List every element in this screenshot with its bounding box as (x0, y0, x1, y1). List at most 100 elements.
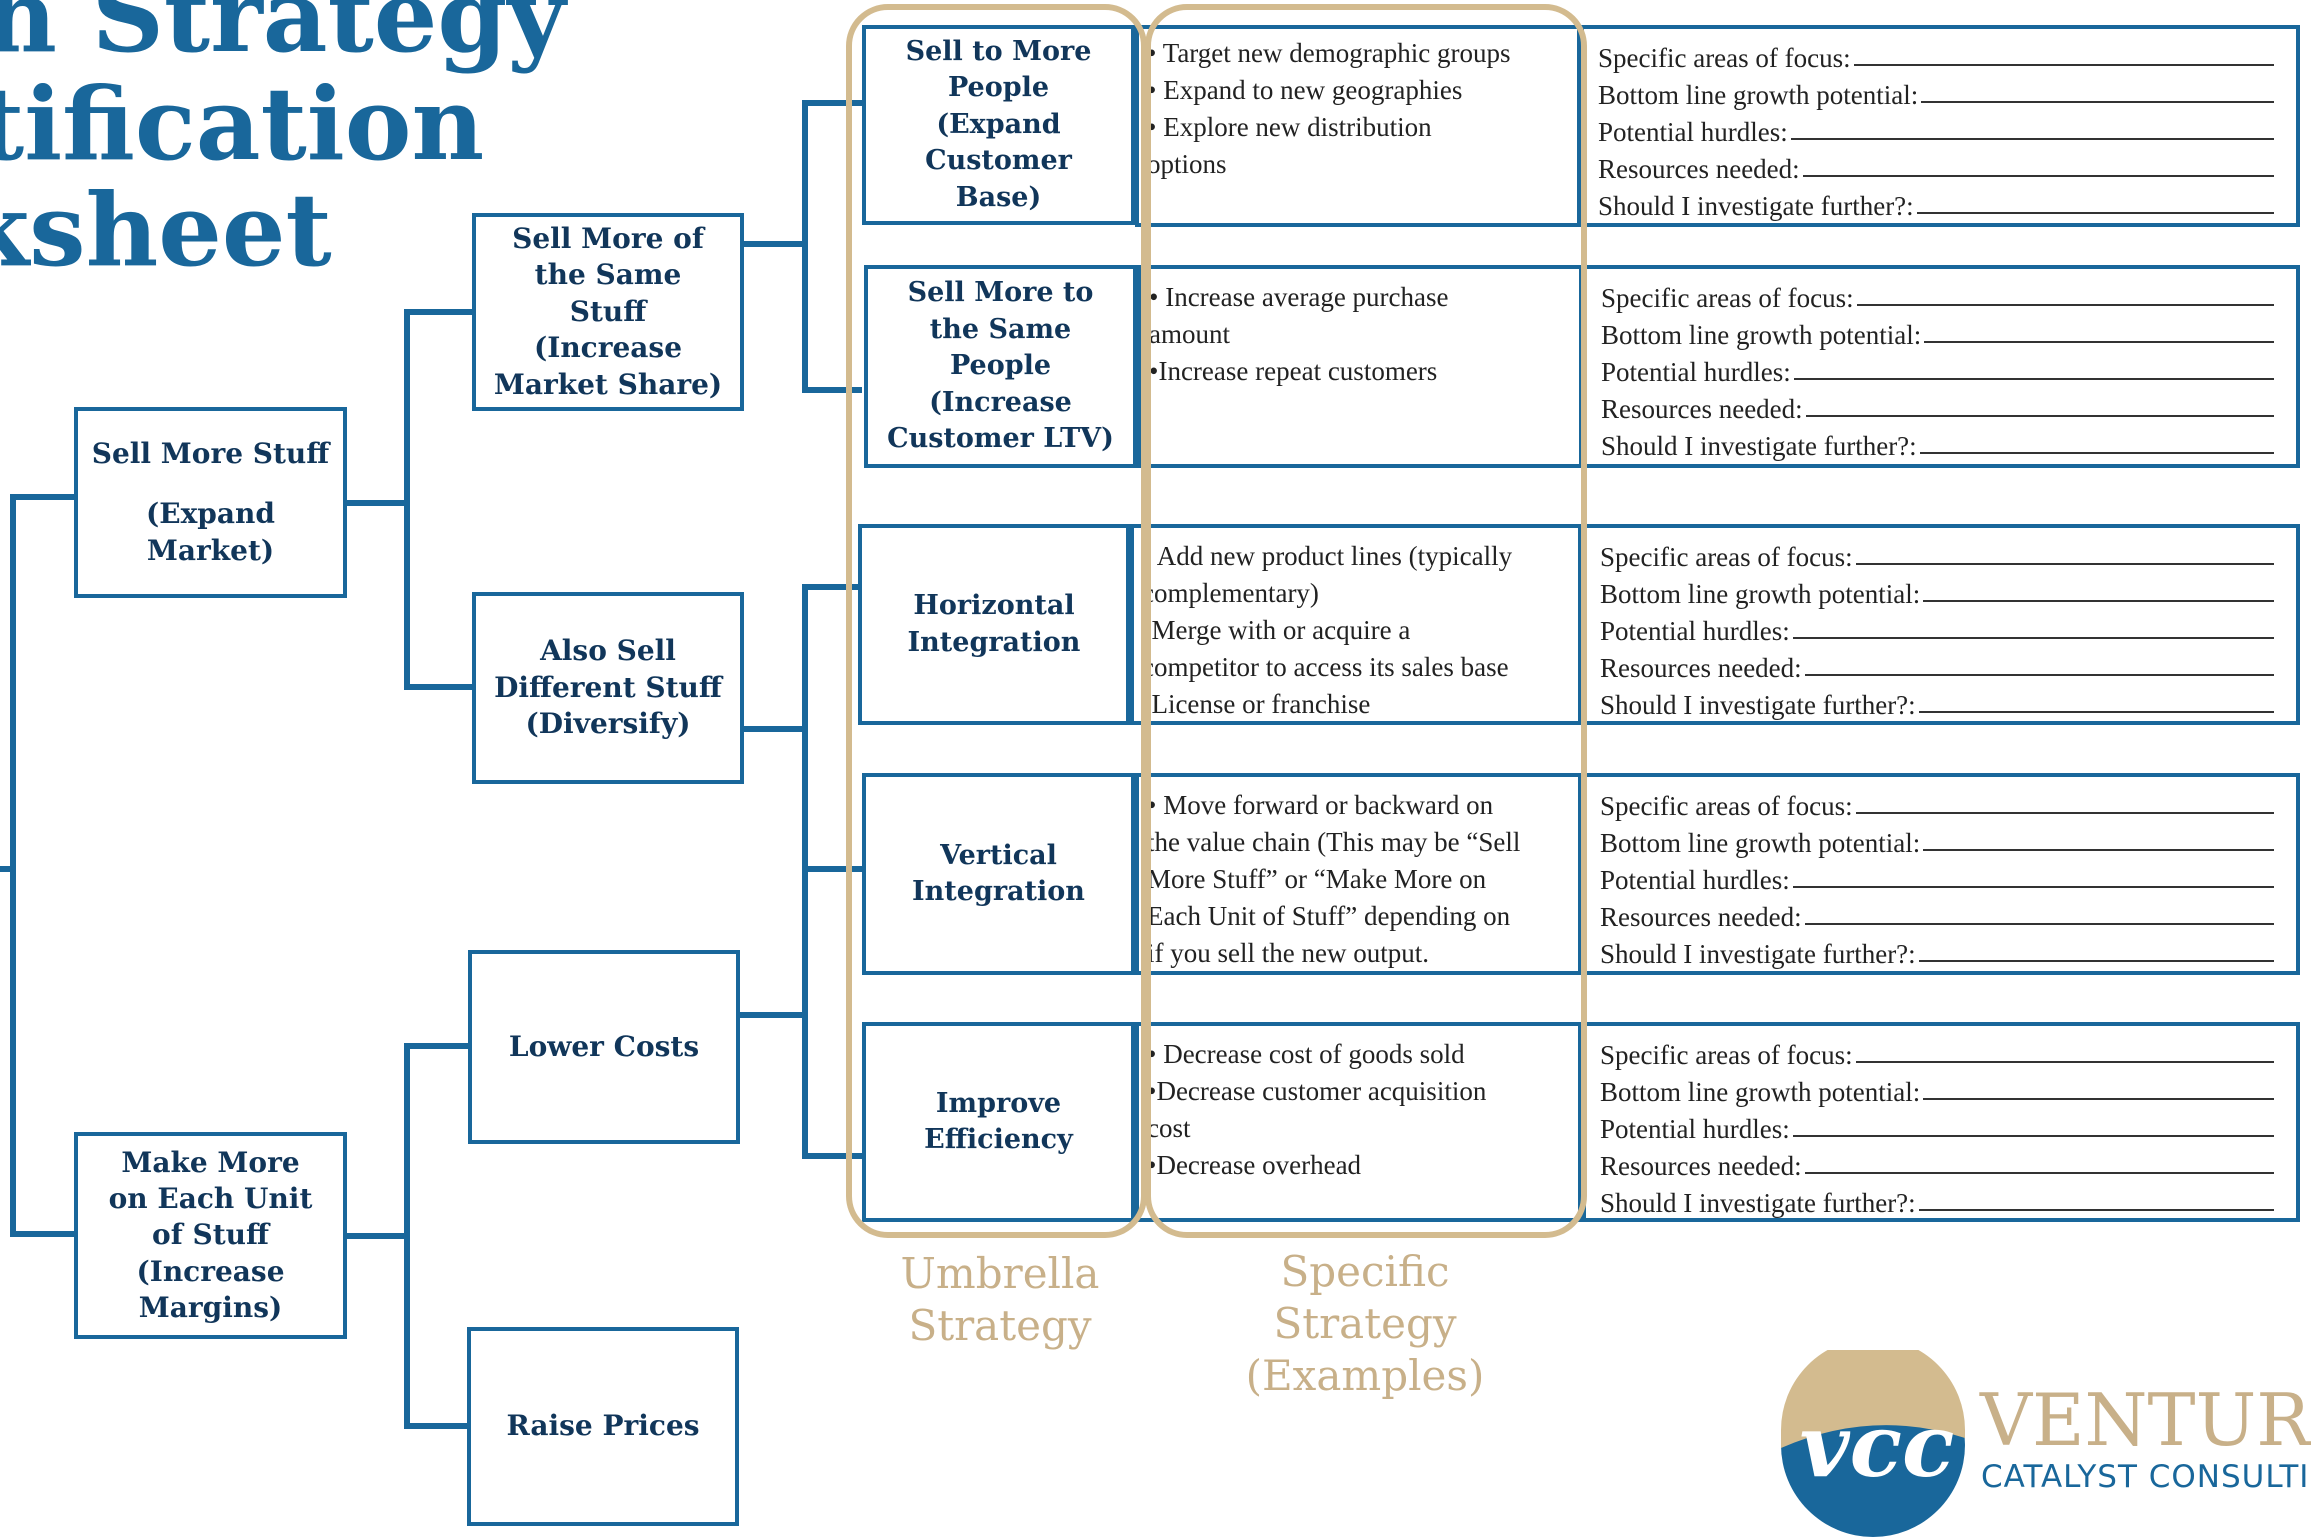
field-label-growth: Bottom line growth potential: (1598, 80, 1919, 110)
specific-line: the value chain (This may be “Sell (1147, 827, 1521, 857)
field-blank-resources[interactable] (1804, 923, 2274, 925)
logo-name: VENTURE (1980, 1378, 2311, 1462)
company-logo: vcc VENTURE CATALYST CONSULTING (1778, 1350, 2311, 1537)
field-label-growth: Bottom line growth potential: (1600, 579, 1921, 609)
raise-prices-box: Raise Prices (467, 1327, 739, 1526)
worksheet-fields-box: Specific areas of focus: Bottom line gro… (1582, 524, 2300, 725)
field-label-hurdles: Potential hurdles: (1600, 616, 1790, 646)
worksheet-fields-box: Specific areas of focus: Bottom line gro… (1583, 265, 2300, 468)
field-blank-hurdles[interactable] (1792, 1135, 2274, 1137)
field-blank-focus[interactable] (1855, 1061, 2274, 1063)
field-blank-focus[interactable] (1853, 64, 2274, 66)
field-blank-growth[interactable] (1924, 341, 2274, 343)
field-blank-resources[interactable] (1805, 415, 2274, 417)
field-label-investigate: Should I investigate further?: (1601, 431, 1917, 461)
specific-line: •Merge with or acquire a (1142, 615, 1411, 645)
same-stuff-label: Sell More of the Same Stuff (Increase Ma… (493, 222, 723, 401)
specific-line: • Explore new distribution (1147, 112, 1432, 142)
umbrella-label: Sell to More People (Expand Customer Bas… (905, 35, 1092, 213)
sell-more-stuff-title: Sell More Stuff (91, 436, 330, 470)
specific-strategy-caption: Specific Strategy (Examples) (1245, 1247, 1485, 1401)
different-stuff-box: Also Sell Different Stuff (Diversify) (472, 592, 744, 784)
specific-box: • Increase average purchase amount •Incr… (1137, 265, 1583, 468)
field-blank-investigate[interactable] (1918, 960, 2274, 962)
specific-strategy-outline (1145, 4, 1587, 1238)
specific-line: •Increase repeat customers (1149, 356, 1438, 386)
field-label-investigate: Should I investigate further?: (1600, 690, 1916, 720)
specific-line: More Stuff” or “Make More on (1147, 864, 1487, 894)
field-blank-resources[interactable] (1804, 674, 2274, 676)
title-line-2: tification (0, 65, 485, 183)
umbrella-label: Improve Efficiency (924, 1087, 1073, 1155)
umbrella-label: Horizontal Integration (907, 590, 1081, 658)
lower-costs-box: Lower Costs (468, 950, 740, 1144)
title-line-3: ksheet (0, 171, 332, 289)
title-line-1: th Strategy (0, 0, 566, 75)
field-label-hurdles: Potential hurdles: (1600, 865, 1790, 895)
specific-line: competitor to access its sales base (1142, 652, 1509, 682)
field-blank-growth[interactable] (1923, 600, 2274, 602)
umbrella-box: Vertical Integration (862, 773, 1135, 975)
lower-costs-label: Lower Costs (508, 1029, 700, 1063)
field-blank-hurdles[interactable] (1793, 378, 2274, 380)
make-more-label: Make More on Each Unit of Stuff (Increas… (108, 1145, 313, 1325)
field-blank-growth[interactable] (1921, 101, 2274, 103)
specific-line: Each Unit of Stuff” depending on (1147, 901, 1511, 931)
specific-line: amount (1149, 319, 1230, 349)
sell-more-stuff-subtitle: (Expand Market) (146, 497, 275, 567)
umbrella-box: Sell More to the Same People (Increase C… (864, 265, 1137, 468)
different-stuff-label: Also Sell Different Stuff (Diversify) (494, 634, 722, 741)
specific-box: • Add new product lines (typically compl… (1130, 524, 1582, 725)
field-label-growth: Bottom line growth potential: (1600, 1077, 1921, 1107)
field-blank-growth[interactable] (1923, 849, 2274, 851)
field-label-focus: Specific areas of focus: (1600, 542, 1853, 572)
field-label-resources: Resources needed: (1600, 653, 1802, 683)
umbrella-strategy-caption: Umbrella Strategy (900, 1249, 1100, 1351)
field-blank-hurdles[interactable] (1790, 138, 2274, 140)
specific-line: complementary) (1142, 578, 1319, 608)
logo-subtitle: CATALYST CONSULTING (1981, 1459, 2311, 1495)
umbrella-box: Improve Efficiency (862, 1022, 1135, 1222)
field-label-resources: Resources needed: (1601, 394, 1803, 424)
specific-line: if you sell the new output. (1147, 938, 1429, 968)
field-blank-focus[interactable] (1856, 304, 2274, 306)
make-more-box: Make More on Each Unit of Stuff (Increas… (74, 1132, 347, 1339)
field-blank-growth[interactable] (1923, 1098, 2274, 1100)
specific-line: • Add new product lines (typically (1142, 541, 1513, 571)
field-label-growth: Bottom line growth potential: (1601, 320, 1922, 350)
field-label-focus: Specific areas of focus: (1598, 43, 1851, 73)
logo-initials: vcc (1799, 1396, 1955, 1497)
field-label-hurdles: Potential hurdles: (1598, 117, 1788, 147)
field-blank-hurdles[interactable] (1792, 886, 2274, 888)
field-label-hurdles: Potential hurdles: (1600, 1114, 1790, 1144)
field-label-investigate: Should I investigate further?: (1598, 191, 1914, 221)
field-blank-focus[interactable] (1855, 812, 2274, 814)
specific-line: •Decrease overhead (1147, 1150, 1362, 1180)
field-blank-investigate[interactable] (1918, 1209, 2274, 1211)
field-blank-investigate[interactable] (1916, 212, 2274, 214)
specific-line: • Decrease cost of goods sold (1147, 1039, 1465, 1069)
specific-line: options (1147, 149, 1227, 179)
worksheet-fields-box: Specific areas of focus: Bottom line gro… (1582, 1022, 2300, 1222)
umbrella-label: Sell More to the Same People (Increase C… (887, 277, 1114, 455)
specific-line: • Target new demographic groups (1147, 38, 1511, 68)
field-label-focus: Specific areas of focus: (1600, 1040, 1853, 1070)
umbrella-label: Vertical Integration (912, 839, 1085, 907)
field-blank-investigate[interactable] (1919, 452, 2274, 454)
specific-box: • Move forward or backward on the value … (1135, 773, 1582, 975)
field-blank-resources[interactable] (1804, 1172, 2274, 1174)
field-blank-focus[interactable] (1855, 563, 2274, 565)
field-blank-investigate[interactable] (1918, 711, 2274, 713)
sell-more-stuff-box: Sell More Stuff (Expand Market) (74, 407, 347, 598)
field-label-resources: Resources needed: (1600, 902, 1802, 932)
field-blank-hurdles[interactable] (1792, 637, 2274, 639)
vcc-logo-icon (1781, 1350, 1965, 1537)
specific-line: •Decrease customer acquisition (1147, 1076, 1487, 1106)
specific-line: cost (1147, 1113, 1191, 1143)
field-label-focus: Specific areas of focus: (1600, 791, 1853, 821)
field-label-hurdles: Potential hurdles: (1601, 357, 1791, 387)
umbrella-strategy-outline (846, 4, 1147, 1238)
same-stuff-box: Sell More of the Same Stuff (Increase Ma… (472, 213, 744, 411)
field-blank-resources[interactable] (1802, 175, 2274, 177)
specific-box: • Decrease cost of goods sold •Decrease … (1135, 1022, 1582, 1222)
